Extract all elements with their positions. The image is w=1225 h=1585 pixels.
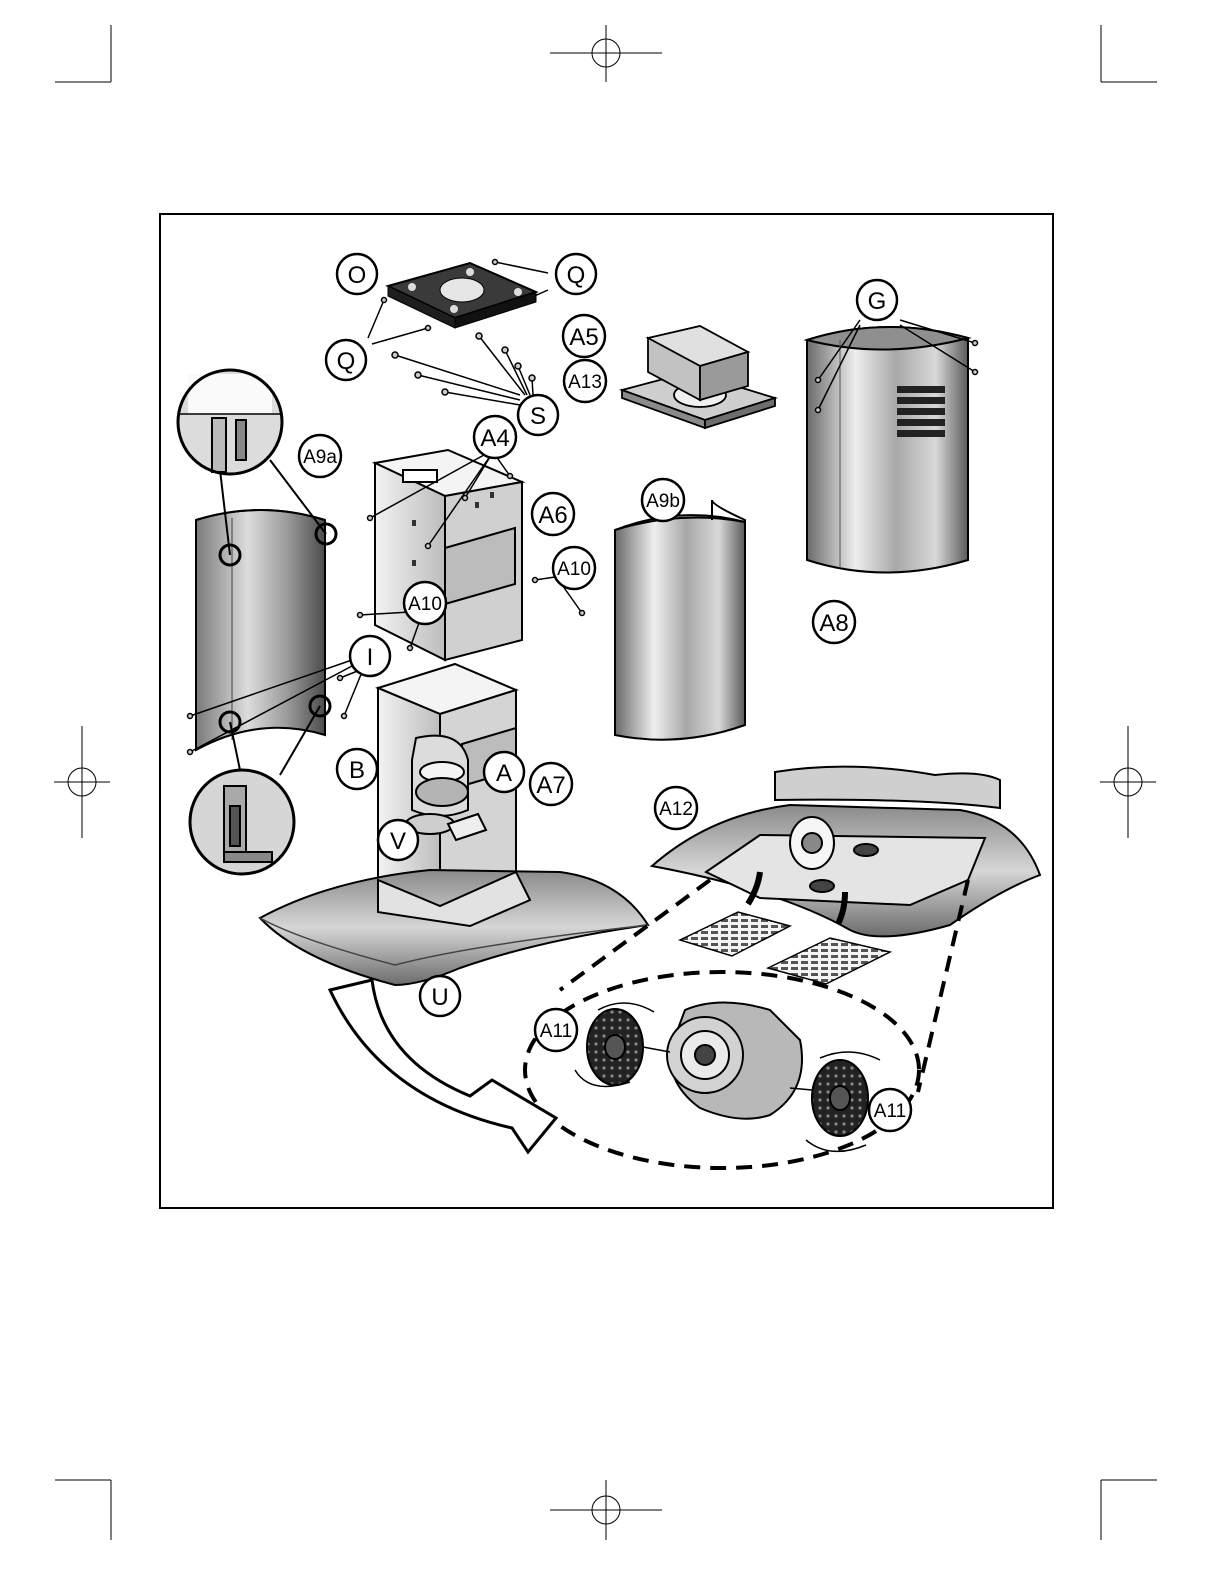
callout-label: A8 bbox=[819, 610, 848, 637]
callout-label: I bbox=[367, 644, 374, 671]
callout-q1: Q bbox=[556, 254, 596, 294]
callout-a13: A13 bbox=[564, 360, 606, 402]
callout-b: B bbox=[337, 749, 377, 789]
callout-a: A bbox=[484, 752, 524, 792]
callout-g: G bbox=[857, 280, 897, 320]
callout-s: S bbox=[518, 395, 558, 435]
callout-v: V bbox=[378, 820, 418, 860]
callout-a7: A7 bbox=[530, 763, 572, 805]
callout-label: V bbox=[390, 828, 406, 855]
registration-mark-bottom bbox=[550, 1480, 662, 1540]
callout-label: A bbox=[496, 760, 512, 787]
registration-mark-left bbox=[54, 726, 110, 838]
callout-u: U bbox=[420, 976, 460, 1016]
callout-label: A13 bbox=[568, 372, 602, 393]
callout-q2: Q bbox=[326, 340, 366, 380]
callout-a9b: A9b bbox=[642, 479, 684, 521]
callout-label: A6 bbox=[538, 502, 567, 529]
callout-a10a: A10 bbox=[553, 547, 595, 589]
callout-label: A11 bbox=[540, 1021, 572, 1042]
registration-mark-top bbox=[550, 25, 662, 82]
callout-label: U bbox=[431, 984, 448, 1011]
callout-label: A11 bbox=[874, 1101, 906, 1122]
callout-a10b: A10 bbox=[404, 582, 446, 624]
callout-label: Q bbox=[567, 262, 586, 289]
callout-label: A12 bbox=[659, 799, 693, 820]
callout-label: A9a bbox=[303, 447, 337, 468]
callout-label: A7 bbox=[536, 772, 565, 799]
callout-label: Q bbox=[337, 348, 356, 375]
callout-label: S bbox=[530, 403, 546, 430]
callout-a12: A12 bbox=[655, 787, 697, 829]
callout-a4: A4 bbox=[474, 416, 516, 458]
callout-label: A4 bbox=[480, 425, 509, 452]
callout-a11a: A11 bbox=[535, 1009, 577, 1051]
registration-mark-right bbox=[1100, 726, 1156, 838]
callout-a8: A8 bbox=[813, 601, 855, 643]
callout-a11b: A11 bbox=[869, 1089, 911, 1131]
callout-label: A10 bbox=[557, 559, 591, 580]
callout-label: G bbox=[868, 288, 887, 315]
callout-label: A10 bbox=[408, 594, 442, 615]
callout-i: I bbox=[350, 636, 390, 676]
callout-o: O bbox=[337, 254, 377, 294]
chimney-shell-a8 bbox=[807, 327, 968, 573]
callout-label: O bbox=[348, 262, 367, 289]
callout-label: A5 bbox=[569, 324, 598, 351]
callout-label: A9b bbox=[646, 491, 680, 512]
inner-frame-a4-a6 bbox=[375, 450, 522, 660]
callout-a6: A6 bbox=[532, 493, 574, 535]
callout-label: B bbox=[349, 757, 365, 784]
callout-a9a: A9a bbox=[299, 435, 341, 477]
chimney-shell-a9b bbox=[615, 500, 745, 740]
callout-a5: A5 bbox=[563, 315, 605, 357]
